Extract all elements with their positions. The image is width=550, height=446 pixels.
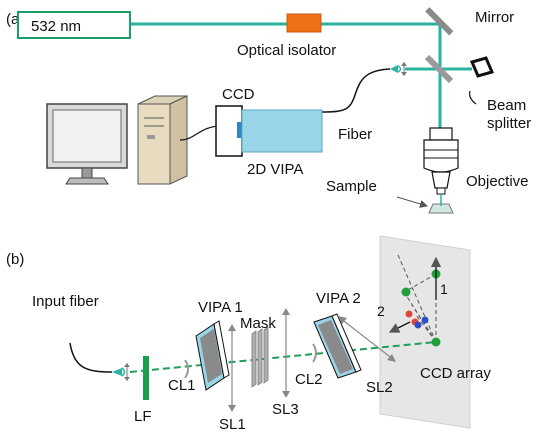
mirror-label: Mirror bbox=[475, 9, 514, 26]
fiber bbox=[321, 68, 391, 113]
laser-box bbox=[17, 11, 131, 39]
axis-1-label: 1 bbox=[440, 281, 448, 297]
mask-label: Mask bbox=[240, 315, 276, 332]
optical-isolator bbox=[286, 13, 322, 33]
mirror bbox=[425, 7, 454, 36]
ccd-sensor bbox=[237, 122, 242, 138]
sl3-label: SL3 bbox=[272, 401, 299, 418]
fiber-coupler bbox=[390, 62, 407, 76]
laser-label: 532 nm bbox=[31, 18, 81, 35]
panel-b-label: (b) bbox=[6, 251, 24, 268]
sample-arrow bbox=[396, 196, 428, 208]
beam-splitter bbox=[424, 54, 454, 84]
cl1-label: CL1 bbox=[168, 377, 196, 394]
beam-splitter-pointer bbox=[469, 90, 477, 105]
mask bbox=[251, 326, 269, 388]
ccd-array-label: CCD array bbox=[420, 365, 491, 382]
computer-tower bbox=[137, 95, 188, 185]
lens-sl2 bbox=[339, 317, 395, 361]
beam-splitter-label-1: Beam bbox=[487, 97, 526, 114]
cl2-label: CL2 bbox=[295, 371, 323, 388]
beam-dump bbox=[469, 56, 495, 78]
ccd-array bbox=[379, 235, 471, 429]
sample bbox=[428, 203, 454, 214]
vipa-2-label: VIPA 2 bbox=[316, 290, 361, 307]
lens-lf bbox=[143, 356, 149, 400]
computer-monitor bbox=[46, 103, 128, 185]
vipa-label: 2D VIPA bbox=[247, 161, 303, 178]
objective bbox=[423, 127, 459, 195]
beam-path-b bbox=[129, 341, 437, 373]
objective-label: Objective bbox=[466, 173, 529, 190]
lf-label: LF bbox=[134, 408, 152, 425]
lens-cl2 bbox=[312, 343, 317, 363]
lens-cl1 bbox=[184, 359, 189, 379]
vipa-2d bbox=[241, 109, 323, 153]
input-fiber-label: Input fiber bbox=[32, 293, 99, 310]
input-fiber bbox=[69, 342, 113, 373]
vipa-1 bbox=[195, 320, 230, 391]
sample-label: Sample bbox=[326, 178, 377, 195]
fiber-label: Fiber bbox=[338, 126, 372, 143]
beam-splitter-label-2: splitter bbox=[487, 115, 531, 132]
sl2-label: SL2 bbox=[366, 379, 393, 396]
axis-2-arrow bbox=[388, 321, 411, 333]
ccd-label: CCD bbox=[222, 86, 255, 103]
axis-2-label: 2 bbox=[377, 303, 385, 319]
isolator-label: Optical isolator bbox=[237, 42, 336, 59]
vipa-1-label: VIPA 1 bbox=[198, 299, 243, 316]
vipa-2 bbox=[313, 313, 362, 379]
ccd-cable bbox=[179, 125, 219, 141]
sl1-label: SL1 bbox=[219, 416, 246, 433]
input-fiber-coupler bbox=[112, 363, 130, 381]
ccd-spot-pattern bbox=[397, 254, 441, 347]
